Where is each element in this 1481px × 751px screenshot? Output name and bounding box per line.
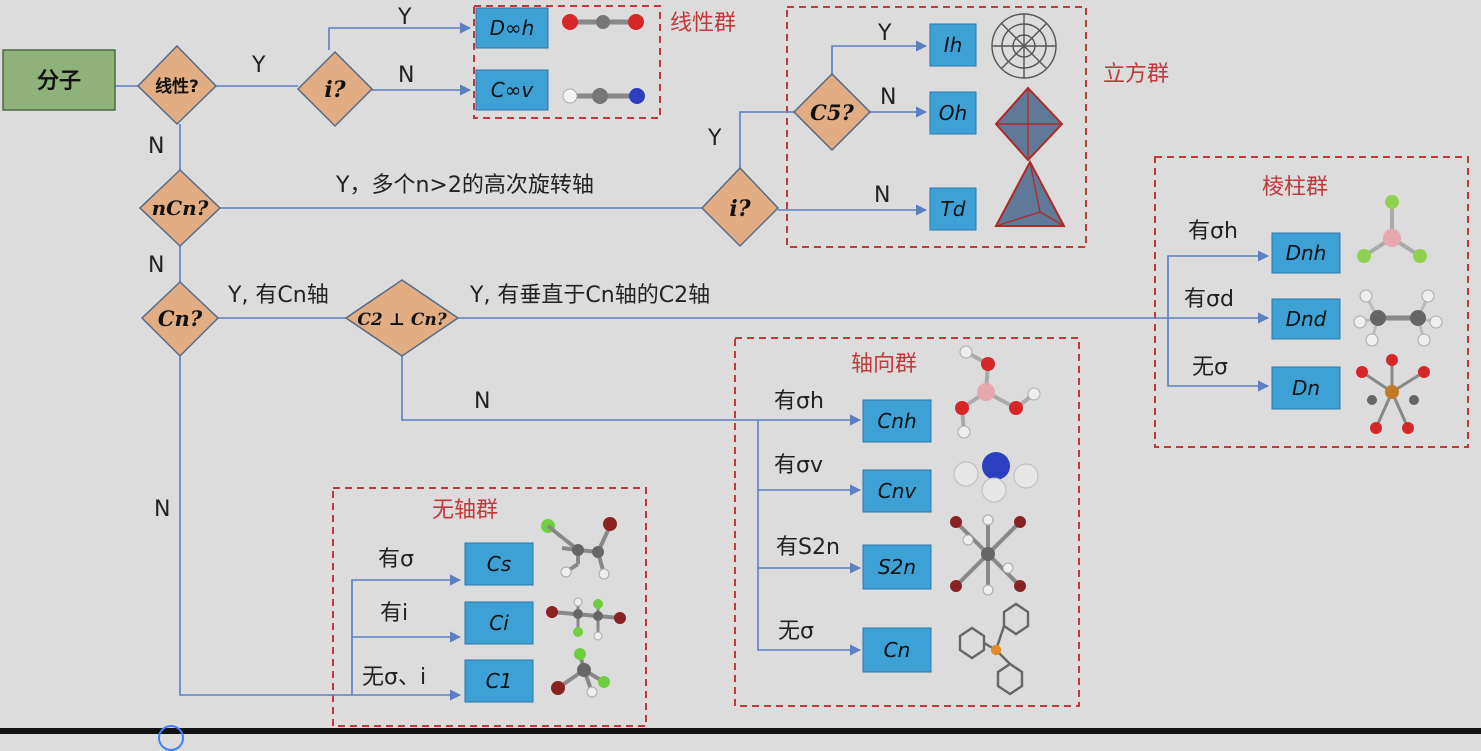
label-no-sigma-prism: 无σ [1192,355,1228,380]
label-has-sigma-v: 有σv [774,453,823,478]
label-n-c2perp: N [474,389,490,414]
result-c-nh[interactable] [862,399,932,443]
decision-cn-label: Cn? [158,306,203,331]
result-d-nh-label: Dnh [1286,241,1327,265]
result-t-d-label: Td [941,197,966,221]
cursor-indicator-icon [158,725,184,751]
label-many-high-axes: Y，多个n>2的高次旋转轴 [335,173,594,198]
label-n-ncn: N [148,253,164,278]
group-box-linear [473,5,661,119]
label-n-i-top: N [398,63,414,88]
group-title-axisless: 无轴群 [432,498,498,523]
label-no-sigma-i: 无σ、i [362,665,426,690]
metal-oxalate-complex-icon [1356,354,1430,434]
decision-cn[interactable] [140,280,220,358]
result-c-n-label: Cn [884,638,911,662]
start-node-label: 分子 [37,69,81,94]
label-n-i-mid: N [874,183,890,208]
label-y-i-top: Y [397,5,412,30]
result-c-1-label: C1 [486,669,513,693]
result-d-nd[interactable] [1271,298,1341,340]
label-no-sigma-axial: 无σ [778,619,814,644]
label-has-perp-c2: Y, 有垂直于Cn轴的C2轴 [469,283,710,308]
group-title-prismatic: 棱柱群 [1262,175,1328,200]
co2-molecule-icon [562,14,644,30]
result-o-h-label: Oh [939,101,967,125]
bottom-bar [0,728,1481,734]
decision-ncn[interactable] [138,168,222,248]
hcn-molecule-icon [562,88,645,104]
ci-molecule-icon [546,597,626,641]
ammonia-molecule-icon [953,452,1039,503]
result-c-inf-v-label: C∞v [491,78,535,102]
ethane-molecule-icon [1353,289,1443,347]
group-title-axial: 轴向群 [851,352,917,377]
result-t-d[interactable] [929,187,977,231]
tetrahedron-shape-icon [994,159,1066,227]
result-s-2n-label: S2n [878,555,916,579]
dichloroethylene-molecule-icon [541,517,617,580]
group-title-linear: 线性群 [670,11,736,36]
fullerene-molecule-icon [991,13,1057,79]
result-i-h[interactable] [929,23,977,67]
result-d-nh[interactable] [1271,232,1341,274]
result-s-2n[interactable] [862,544,932,590]
result-c-nv-label: Cnv [878,479,918,503]
result-c-s[interactable] [464,542,534,586]
decision-c5[interactable] [792,72,872,152]
s2n-molecule-icon [950,514,1026,596]
result-o-h[interactable] [929,91,977,135]
decision-linear[interactable] [136,44,218,126]
octahedron-shape-icon [994,86,1064,162]
decision-linear-label: 线性? [155,76,199,97]
label-n-cn: N [154,497,170,522]
decision-i-mid-label: i? [729,196,751,222]
decision-c2perp-label: C2 ⊥ Cn? [357,310,447,330]
decision-i-top[interactable] [296,50,374,128]
label-n-c5: N [880,85,896,110]
label-has-sigma-h-prism: 有σh [1188,219,1238,244]
group-box-cubic [786,6,1087,248]
boric-acid-molecule-icon [955,345,1041,439]
label-y-i-mid: Y [707,126,722,151]
label-y-c5: Y [877,21,892,46]
group-box-axisless [332,487,647,727]
label-has-sigma-d: 有σd [1184,287,1234,312]
result-i-h-label: Ih [944,33,963,57]
decision-i-top-label: i? [324,77,346,103]
result-c-nv[interactable] [862,469,932,513]
result-c-i[interactable] [464,601,534,645]
decision-flowchart: 线性群 立方群 棱柱群 轴向群 无轴群 [0,5,1481,751]
result-c-nh-label: Cnh [877,409,916,433]
label-has-sigma: 有σ [378,547,414,572]
group-box-axial [734,337,1080,707]
group-box-prismatic [1154,156,1469,448]
triphenylphosphine-molecule-icon [958,602,1030,696]
result-c-inf-v[interactable] [475,69,549,111]
bf3-molecule-icon [1357,195,1427,263]
decision-i-mid[interactable] [700,166,780,248]
label-y-linear: Y [251,53,266,78]
result-d-nd-label: Dnd [1286,307,1327,331]
label-has-s2n: 有S2n [776,535,840,560]
group-title-cubic: 立方群 [1103,62,1169,87]
label-has-cn-axis: Y, 有Cn轴 [227,283,329,308]
result-d-n-label: Dn [1292,376,1320,400]
result-c-s-label: Cs [487,552,511,576]
decision-ncn-label: nCn? [152,196,209,220]
start-node[interactable]: 分子 [2,49,116,111]
decision-c5-label: C5? [810,100,854,125]
c1-molecule-icon [551,648,610,698]
result-d-inf-h[interactable] [475,7,549,49]
connectors [115,22,1270,701]
label-has-i: 有i [380,601,408,626]
result-d-inf-h-label: D∞h [490,16,535,40]
result-d-n[interactable] [1271,366,1341,410]
result-c-n[interactable] [862,627,932,673]
decision-c2perp[interactable] [344,279,460,357]
label-n-linear: N [148,134,164,159]
result-c-i-label: Ci [489,611,509,635]
label-has-sigma-h-axial: 有σh [774,389,824,414]
result-c-1[interactable] [464,659,534,703]
